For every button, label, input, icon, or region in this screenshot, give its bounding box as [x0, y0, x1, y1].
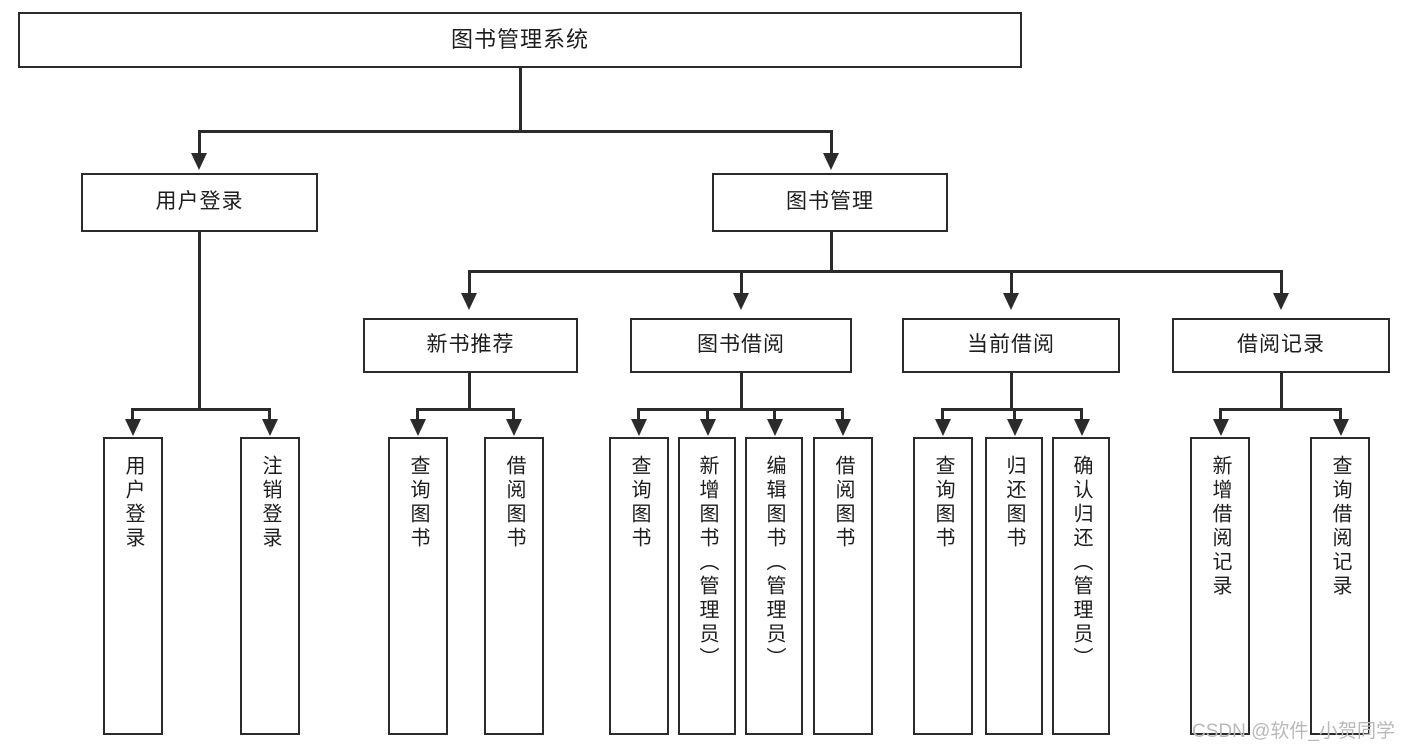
connector-drop-leaf-query-book-3: [941, 408, 944, 421]
connector-drop-leaf-confirm-return: [1080, 408, 1083, 421]
csdn-watermark: CSDN @软件_小贺同学: [1192, 721, 1395, 742]
node-label: 查询图书: [407, 455, 429, 551]
node-leaf-confirm-return[interactable]: 确认归还（管理员）: [1052, 437, 1110, 735]
node-user-login[interactable]: 用户登录: [81, 173, 318, 232]
connector-user-login-stem: [198, 232, 201, 410]
connector-drop-current-borrow: [1010, 270, 1013, 295]
arrowhead-leaf-confirm-return: [1074, 419, 1090, 436]
connector-book-manage-stem: [830, 232, 833, 272]
connector-drop-leaf-query-record: [1339, 408, 1342, 421]
node-label: 图书管理系统: [450, 27, 589, 53]
node-label: 新增借阅记录: [1209, 455, 1231, 599]
node-leaf-logout[interactable]: 注销登录: [240, 437, 300, 735]
node-label: 查询图书: [932, 455, 954, 551]
arrowhead-leaf-borrow-book-2: [835, 419, 851, 436]
arrowhead-leaf-query-book-2: [631, 419, 647, 436]
node-label: 确认归还（管理员）: [1070, 455, 1092, 671]
connector-drop-borrow-record: [1280, 270, 1283, 295]
connector-book-borrow-stem: [740, 373, 743, 410]
arrowhead-leaf-logout: [262, 419, 278, 436]
arrowhead-leaf-user-login: [125, 419, 141, 436]
arrowhead-leaf-add-book: [700, 419, 716, 436]
connector-drop-leaf-user-login: [131, 408, 134, 421]
connector-level2-bus: [198, 130, 832, 133]
connector-root-stem: [519, 68, 522, 132]
connector-drop-user-login: [198, 130, 201, 155]
node-label: 新书推荐: [426, 333, 515, 357]
node-label: 借阅图书: [832, 455, 854, 551]
node-current-borrow[interactable]: 当前借阅: [902, 318, 1120, 373]
node-label: 查询图书: [628, 455, 650, 551]
node-leaf-edit-book[interactable]: 编辑图书（管理员）: [745, 437, 803, 735]
node-leaf-add-book[interactable]: 新增图书（管理员）: [678, 437, 736, 735]
connector-drop-leaf-query-book-1: [416, 408, 419, 421]
connector-drop-leaf-borrow-book-1: [512, 408, 515, 421]
connector-drop-new-book-recommend: [468, 270, 471, 295]
connector-drop-leaf-return-book: [1013, 408, 1016, 421]
node-label: 用户登录: [122, 455, 144, 551]
arrowhead-current-borrow: [1003, 293, 1019, 310]
node-label: 图书借阅: [697, 333, 785, 357]
node-leaf-query-book-current[interactable]: 查询图书: [913, 437, 973, 735]
connector-drop-book-borrow: [740, 270, 743, 295]
node-root-book-management-system[interactable]: 图书管理系统: [18, 12, 1022, 68]
node-leaf-borrow-book-recommend[interactable]: 借阅图书: [484, 437, 544, 735]
connector-drop-leaf-add-book: [706, 408, 709, 421]
node-leaf-query-book-recommend[interactable]: 查询图书: [388, 437, 448, 735]
node-book-management[interactable]: 图书管理: [712, 173, 948, 232]
arrowhead-new-book-recommend: [461, 293, 477, 310]
node-label: 当前借阅: [967, 333, 1055, 357]
connector-drop-leaf-borrow-book-2: [841, 408, 844, 421]
node-label: 归还图书: [1003, 455, 1025, 551]
node-label: 图书管理: [786, 190, 874, 214]
connector-drop-leaf-add-record: [1219, 408, 1222, 421]
arrowhead-leaf-add-record: [1213, 419, 1229, 436]
connector-borrow-record-stem: [1280, 373, 1283, 410]
node-label: 注销登录: [259, 455, 281, 551]
connector-drop-leaf-query-book-2: [637, 408, 640, 421]
node-leaf-return-book[interactable]: 归还图书: [985, 437, 1043, 735]
connector-borrow-record-bus: [1219, 408, 1341, 411]
arrowhead-leaf-edit-book: [767, 419, 783, 436]
connector-new-book-recommend-bus: [416, 408, 514, 411]
node-book-borrow[interactable]: 图书借阅: [630, 318, 852, 373]
arrowhead-borrow-record: [1273, 293, 1289, 310]
connector-drop-leaf-logout: [268, 408, 271, 421]
connector-level3-bus: [468, 270, 1282, 273]
node-label: 借阅记录: [1237, 333, 1325, 357]
node-label: 借阅图书: [503, 455, 525, 551]
node-leaf-add-borrow-record[interactable]: 新增借阅记录: [1190, 437, 1250, 735]
connector-new-book-recommend-stem: [468, 373, 471, 410]
node-leaf-query-borrow-record[interactable]: 查询借阅记录: [1310, 437, 1370, 735]
connector-book-borrow-bus: [637, 408, 843, 411]
arrowhead-leaf-query-book-1: [410, 419, 426, 436]
node-label: 新增图书（管理员）: [696, 455, 718, 671]
connector-user-login-bus: [131, 408, 268, 411]
connector-current-borrow-stem: [1010, 373, 1013, 410]
connector-drop-book-manage: [830, 130, 833, 155]
arrowhead-leaf-query-record: [1333, 419, 1349, 436]
node-label: 查询借阅记录: [1329, 455, 1351, 599]
node-leaf-borrow-book[interactable]: 借阅图书: [813, 437, 873, 735]
node-new-book-recommend[interactable]: 新书推荐: [363, 318, 578, 373]
arrowhead-leaf-borrow-book-1: [506, 419, 522, 436]
node-label: 编辑图书（管理员）: [763, 455, 785, 671]
node-leaf-query-book-borrow[interactable]: 查询图书: [609, 437, 669, 735]
arrowhead-leaf-query-book-3: [935, 419, 951, 436]
arrowhead-book-borrow: [733, 293, 749, 310]
node-leaf-user-login[interactable]: 用户登录: [103, 437, 163, 735]
arrowhead-leaf-return-book: [1007, 419, 1023, 436]
arrowhead-user-login: [191, 153, 207, 170]
node-borrow-record[interactable]: 借阅记录: [1172, 318, 1390, 373]
node-label: 用户登录: [155, 190, 244, 214]
arrowhead-book-manage: [823, 153, 839, 170]
connector-drop-leaf-edit-book: [773, 408, 776, 421]
connector-current-borrow-bus: [941, 408, 1080, 411]
